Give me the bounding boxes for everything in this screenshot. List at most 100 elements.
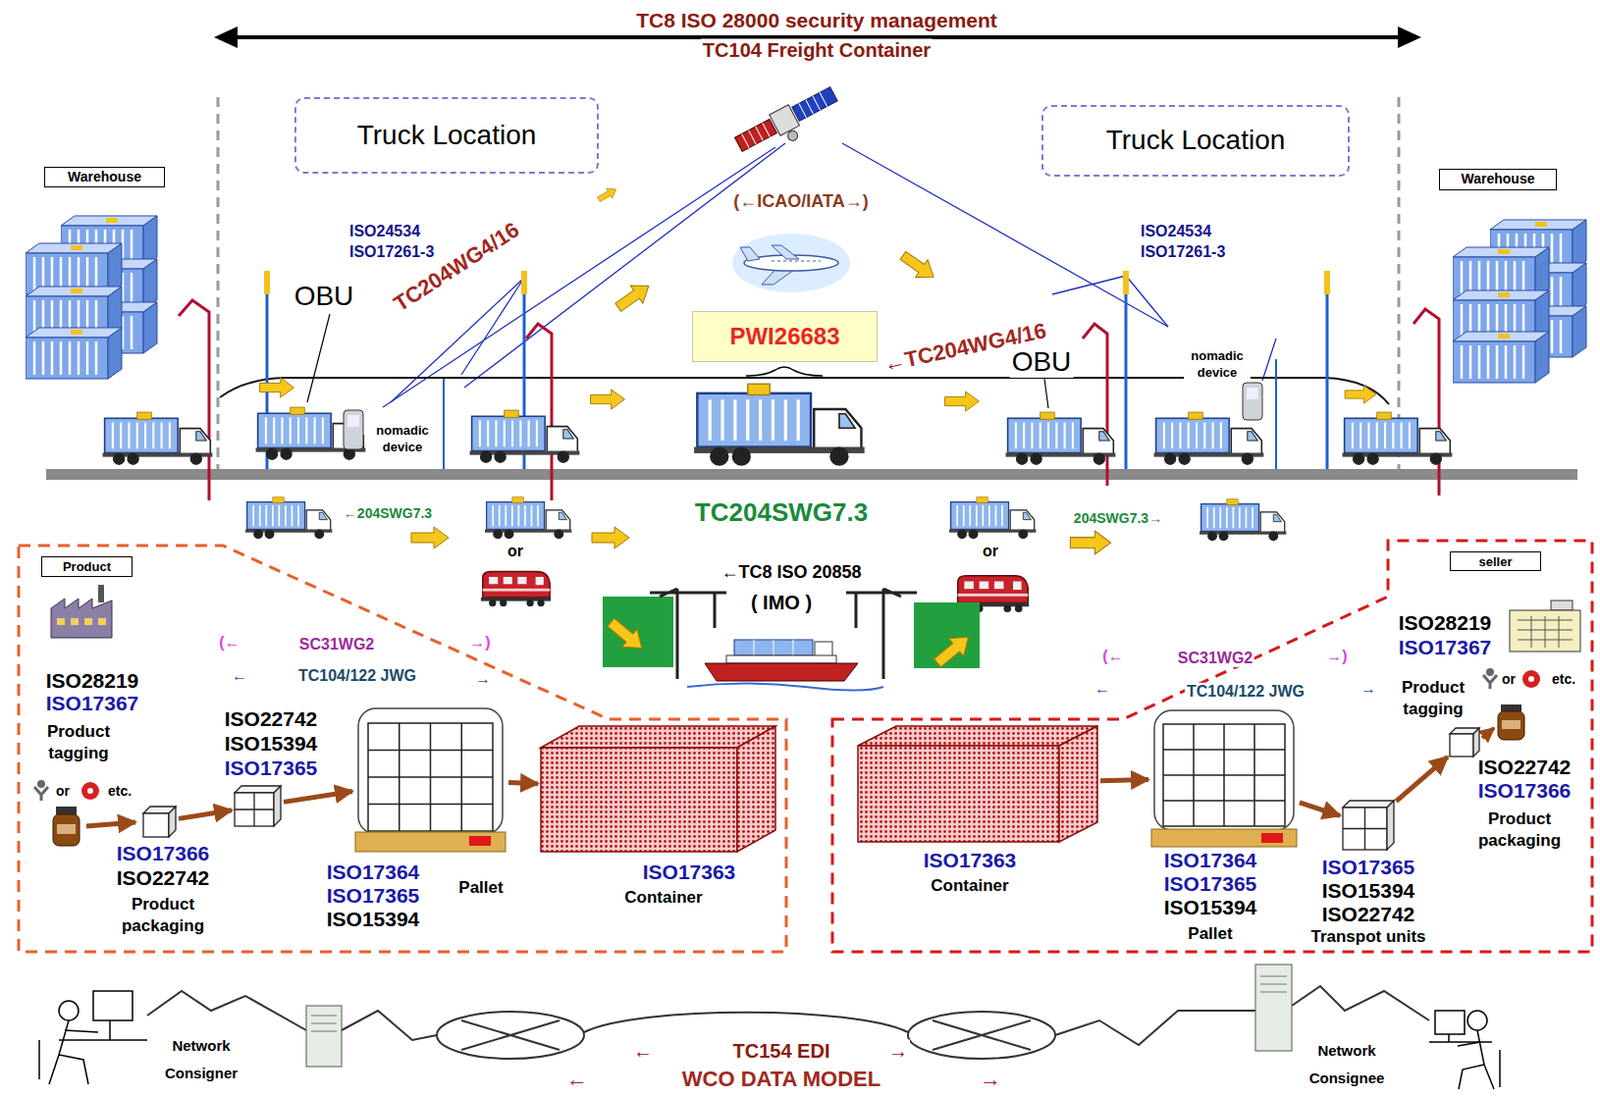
factory-icon: [51, 598, 112, 639]
annotation: ISO28219: [1396, 611, 1494, 636]
truck-icon: [470, 410, 581, 464]
annotation: Network Consignee: [1298, 1037, 1396, 1093]
gantry-pole: [178, 300, 1440, 501]
boundary-line: [217, 97, 1399, 470]
truck-icon: [949, 497, 1036, 540]
flow-connector: [178, 810, 232, 820]
transport-unit: ISO17365ISO15394ISO22742Transpot units: [1342, 800, 1394, 851]
ship-icon: [753, 640, 794, 656]
gantry-pole: [264, 270, 270, 295]
heading-box: Product: [41, 556, 133, 578]
annotation: nomadic device: [369, 423, 436, 457]
box-label: Truck Location: [1106, 125, 1286, 157]
standard-label: ISO15394: [326, 907, 421, 931]
pallet-icon: [1154, 710, 1294, 831]
container-icon: [737, 726, 776, 853]
person-icon: [93, 991, 133, 1021]
person-icon: [58, 1001, 79, 1021]
container-icon: [540, 726, 776, 748]
region-outline: [832, 540, 1593, 953]
tag-icon: [87, 788, 94, 795]
annotation: ←: [229, 667, 250, 686]
server-icon: [1255, 964, 1292, 1052]
standard-label: ISO22742: [1322, 903, 1416, 926]
airplane-icon: [771, 245, 800, 260]
bottle-icon: [56, 824, 76, 835]
bottle-icon: [53, 704, 1525, 847]
packaging-unit: ISO22742ISO17366Product packaging: [1449, 728, 1480, 757]
standard-label: ISO17365: [1164, 872, 1258, 896]
network-link: [1055, 1011, 1256, 1046]
gantry-pole: [266, 284, 1328, 470]
project-box: PWI26683: [692, 311, 878, 363]
radio-link: [1052, 275, 1277, 381]
annotation: SC31WG2: [1175, 649, 1255, 668]
ship-icon: [734, 640, 813, 656]
tag-icon: [81, 782, 100, 800]
satellite-icon: [792, 87, 838, 122]
annotation: TC104/122 JWG: [1184, 683, 1307, 701]
phone-icon: [1246, 387, 1259, 400]
standard-label: ISO17364: [1164, 849, 1258, 872]
location-box: Truck Location: [294, 97, 599, 174]
truck-icon: [103, 412, 214, 466]
annotation: OBU: [292, 280, 357, 313]
flow-connector: [1100, 779, 1149, 781]
annotation: ←204SWG7.3: [341, 505, 434, 522]
package-icon: [234, 793, 274, 827]
network-link: [147, 991, 307, 1031]
standard-label: ISO17363: [642, 860, 737, 884]
flow-arrow: [411, 527, 449, 549]
bottle-icon: [55, 806, 77, 815]
heading-box: seller: [1449, 551, 1542, 572]
brace: [746, 367, 823, 376]
annotation: etc.: [106, 783, 134, 800]
annotation: (←ICAO/IATA→): [731, 191, 870, 213]
flow-arrow: [260, 184, 1377, 555]
satellite-icon: [733, 83, 846, 165]
satellite-icon: [735, 119, 778, 153]
box-label: Truck Location: [357, 120, 537, 152]
annotation: →): [467, 634, 492, 652]
tag-icon: [1522, 670, 1541, 689]
airplane-icon: [732, 233, 851, 293]
location-box: Truck Location: [1041, 105, 1350, 177]
package-icon: [273, 786, 281, 827]
pallet-icon: [368, 723, 493, 832]
container-icon: [540, 726, 1098, 853]
standard-label: Pallet: [458, 879, 503, 899]
ship-icon: [704, 663, 858, 682]
annotation: or: [53, 783, 72, 800]
flow-arrow: [1344, 385, 1377, 404]
annotation: ←: [631, 1040, 655, 1064]
warehouse-icon: [25, 327, 122, 379]
flow-arrow: [590, 389, 626, 410]
airplane-icon: [771, 261, 821, 263]
standard-label: ISO22742: [224, 707, 319, 731]
warehouse-icon: [1452, 331, 1549, 383]
container-icon: [857, 726, 1098, 747]
server-icon: [1260, 976, 1287, 993]
network-link: [461, 1020, 560, 1051]
annotation: Network Consigner: [153, 1032, 251, 1088]
register-icon: [1550, 600, 1573, 611]
annotation: WCO DATA MODEL: [680, 1066, 883, 1092]
container-icon: [857, 746, 1060, 843]
ship-icon: [726, 655, 837, 664]
container-unit: ISO17363Container: [540, 726, 776, 853]
annotation: (←: [1100, 647, 1125, 666]
tag-icon: [37, 780, 46, 789]
factory-icon: [98, 585, 105, 603]
person-icon: [1457, 1030, 1500, 1090]
annotation: →: [886, 1040, 910, 1064]
flow-arrow: [1069, 531, 1111, 555]
pallet-icon: [355, 832, 506, 853]
standard-label: Product packaging: [113, 894, 213, 938]
annotation: ←TC8 ISO 20858: [718, 562, 863, 584]
gantry-pole: [1122, 270, 1129, 295]
flow-connector: [283, 791, 353, 802]
annotation: ISO28219: [44, 669, 142, 694]
truck-icon: [245, 497, 332, 540]
package-icon: [1342, 807, 1387, 851]
truck-icon: [256, 407, 367, 461]
